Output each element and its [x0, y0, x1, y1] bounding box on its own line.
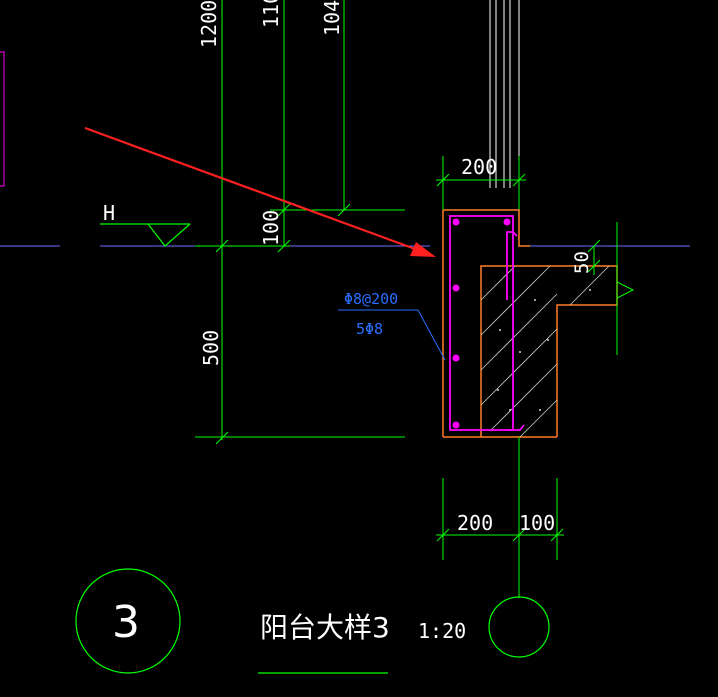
detail-number-circle [75, 568, 181, 674]
vertical-dimension-lines [195, 0, 405, 445]
level-mark: H [100, 201, 191, 247]
concrete-section [442, 209, 618, 438]
rebar-longitudinal-label: 5Φ8 [356, 320, 383, 338]
red-leader-arrow [84, 126, 436, 257]
break-line [616, 266, 635, 305]
dim-1200-label: 1200 [197, 0, 221, 48]
detail-title: 阳台大样3 [260, 611, 390, 644]
left-frame-fragment [0, 51, 5, 187]
right-dimension [587, 222, 618, 355]
reference-circle [488, 596, 550, 658]
rebar-stirrup-label: Φ8@200 [344, 290, 398, 308]
wall-lines-above [489, 0, 520, 188]
level-mark-label: H [103, 201, 115, 225]
aggregate-dots [497, 289, 591, 411]
detail-number: 3 [112, 597, 140, 648]
dim-top-200-label: 200 [461, 155, 497, 179]
detail-scale: 1:20 [418, 619, 466, 643]
dim-110-label: 110 [259, 0, 283, 28]
rebar-bars [452, 218, 511, 429]
bottom-dimension [436, 478, 564, 560]
top-dimension [436, 156, 526, 210]
dim-50-label: 50 [571, 251, 593, 274]
dim-500-label: 500 [199, 330, 223, 366]
rebar-note: Φ8@200 5Φ8 [338, 290, 446, 361]
concrete-hatch [480, 265, 610, 438]
rebar-stirrup [449, 215, 525, 431]
dim-bottom-100-label: 100 [519, 511, 555, 535]
dim-bottom-200-label: 200 [457, 511, 493, 535]
dim-100-label: 100 [259, 210, 283, 246]
dim-104-label: 104 [320, 0, 344, 36]
